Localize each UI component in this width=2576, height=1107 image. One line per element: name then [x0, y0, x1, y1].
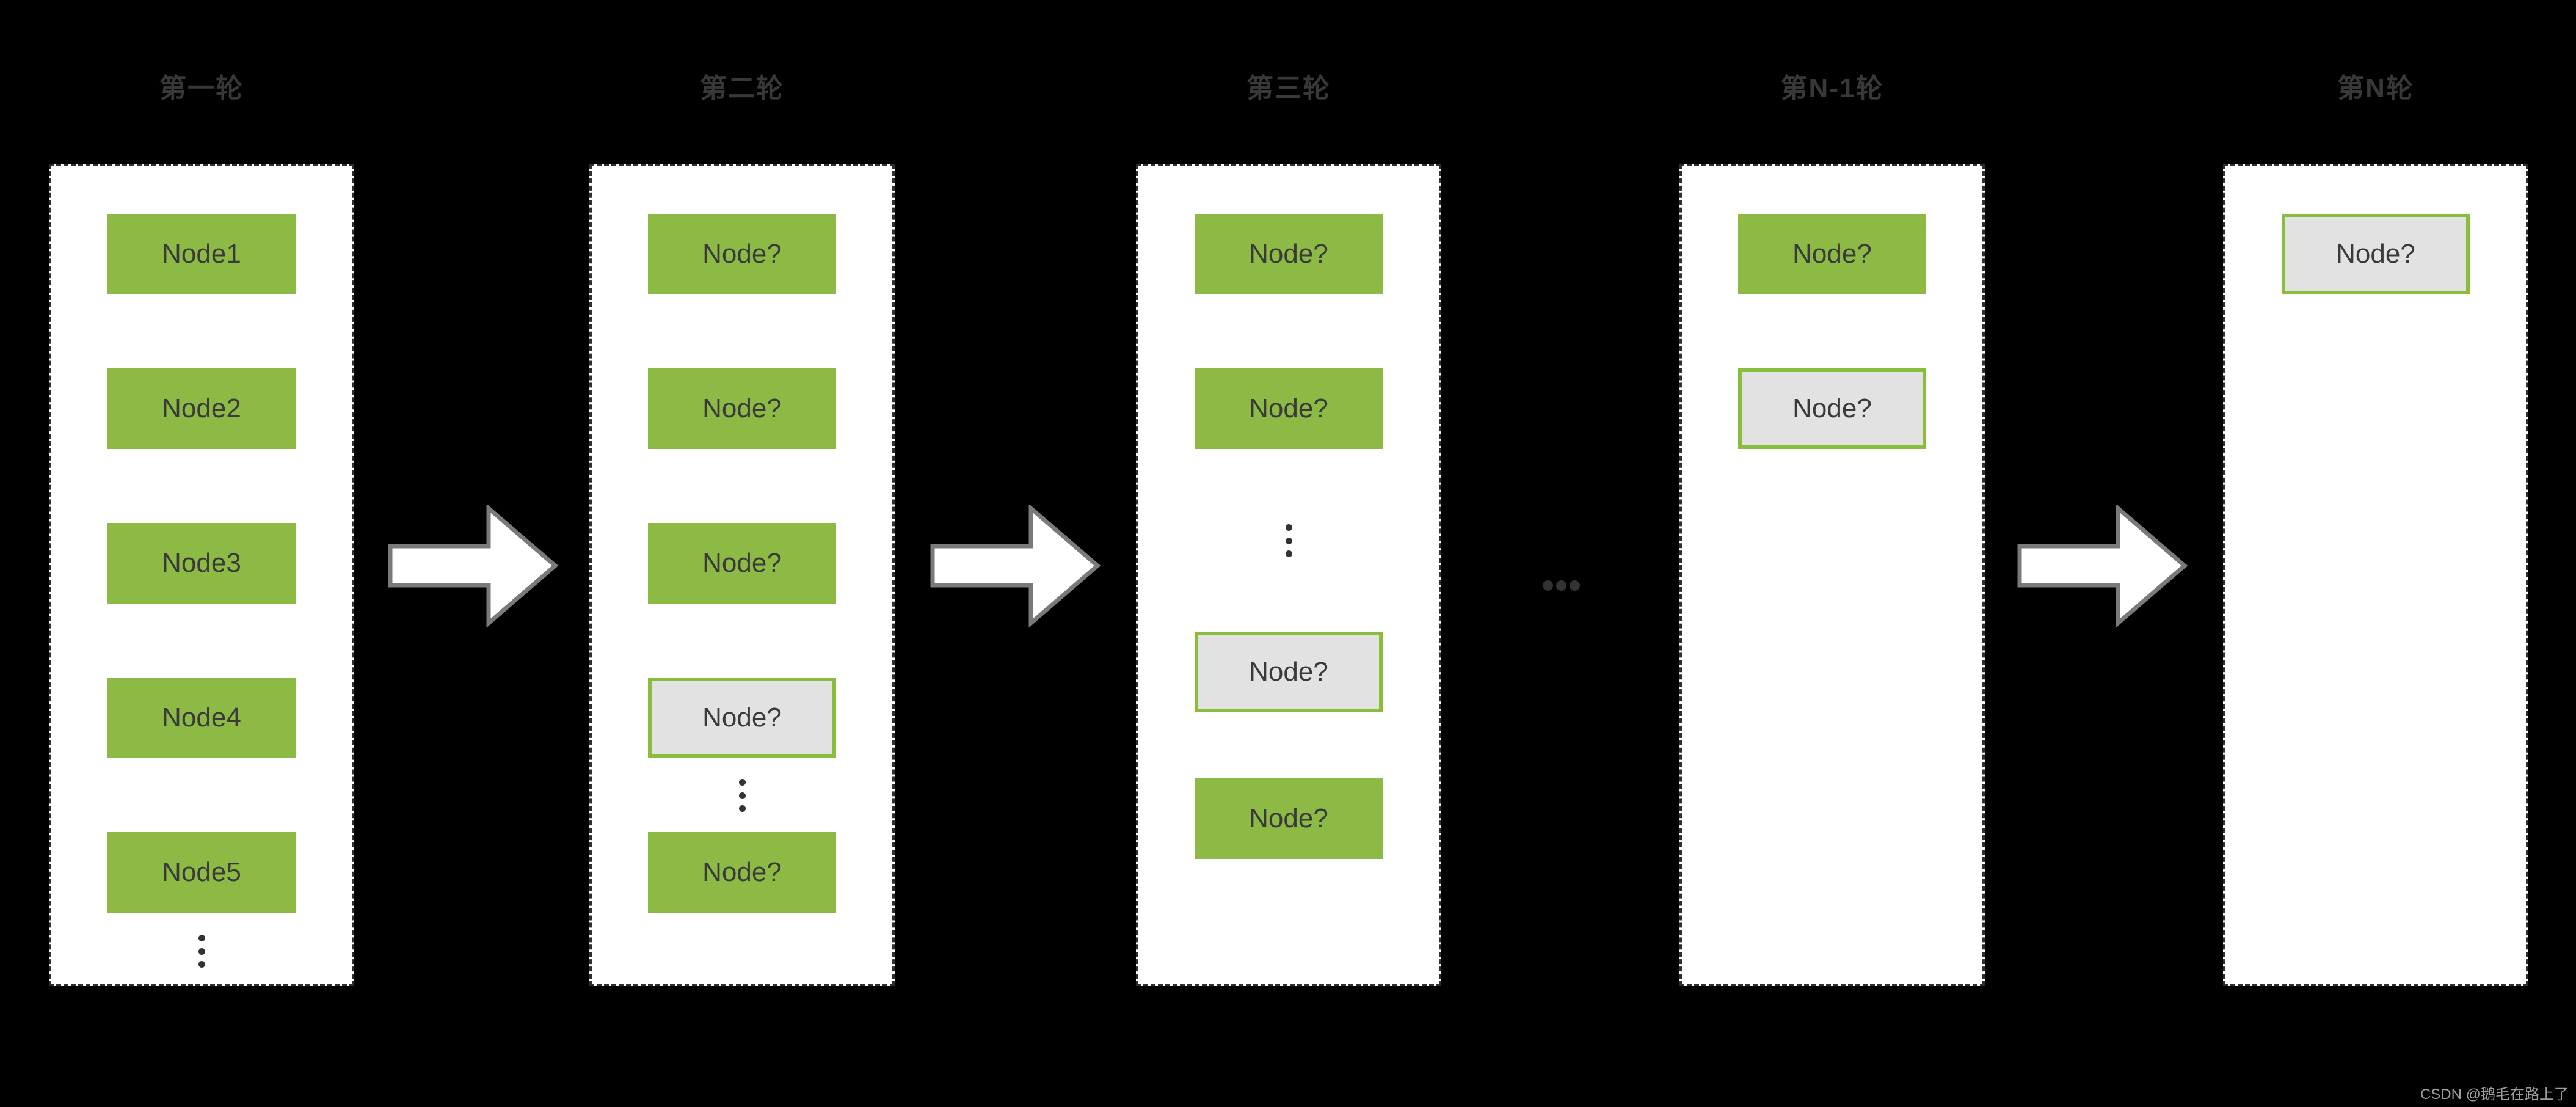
node-label: Node?: [1249, 239, 1328, 269]
node-label: Node?: [1792, 393, 1872, 423]
vertical-ellipsis-icon: [592, 779, 892, 812]
round-n-header: 第N轮: [2337, 73, 2414, 103]
round-3-header: 第三轮: [1246, 73, 1331, 103]
node-label: Node?: [702, 548, 782, 578]
flow-arrow-icon: [2017, 505, 2188, 627]
round-2-header: 第二轮: [700, 73, 784, 103]
flow-arrow-icon: [388, 505, 559, 627]
node-box: Node?: [1195, 778, 1383, 859]
node-box: Node?: [648, 368, 836, 449]
round-1-header: 第一轮: [159, 73, 244, 103]
node-label: Node2: [162, 393, 241, 423]
node-label: Node?: [702, 857, 782, 887]
node-box: Node3: [107, 523, 296, 604]
round-n-1-panel: Node? Node?: [1679, 164, 1985, 986]
node-label: Node?: [1249, 657, 1328, 687]
continuation-dots-icon: [1543, 580, 1580, 591]
node-label: Node?: [1249, 393, 1328, 423]
node-box-selected: Node?: [1738, 368, 1926, 449]
node-label: Node?: [702, 703, 782, 733]
node-box: Node1: [107, 214, 296, 294]
node-label: Node1: [162, 239, 241, 269]
node-label: Node?: [2336, 239, 2415, 269]
node-label: Node?: [702, 239, 782, 269]
round-2-panel: Node? Node? Node? Node? Node?: [589, 164, 895, 986]
vertical-ellipsis-icon: [1138, 524, 1439, 557]
node-label: Node?: [1249, 803, 1328, 833]
node-box: Node?: [1195, 214, 1383, 294]
node-box: Node5: [107, 832, 296, 913]
flow-arrow-icon: [930, 505, 1101, 627]
node-box-selected: Node?: [648, 678, 836, 758]
node-box: Node?: [1195, 368, 1383, 449]
node-box: Node2: [107, 368, 296, 449]
round-n-1-header: 第N-1轮: [1780, 73, 1884, 103]
round-n-panel: Node?: [2223, 164, 2528, 986]
node-box: Node?: [648, 523, 836, 604]
node-label: Node5: [162, 857, 241, 887]
watermark: CSDN @鹅毛在路上了: [2420, 1086, 2569, 1103]
node-box: Node?: [648, 214, 836, 294]
round-1-panel: Node1 Node2 Node3 Node4 Node5: [49, 164, 354, 986]
node-label: Node?: [702, 393, 782, 423]
node-label: Node?: [1792, 239, 1872, 269]
round-3-panel: Node? Node? Node? Node?: [1136, 164, 1441, 986]
node-box-selected: Node?: [2282, 214, 2470, 294]
vertical-ellipsis-icon: [51, 935, 352, 968]
node-label: Node4: [162, 703, 241, 733]
node-label: Node3: [162, 548, 241, 578]
node-box: Node?: [1738, 214, 1926, 294]
node-box-selected: Node?: [1195, 632, 1383, 712]
node-box: Node?: [648, 832, 836, 913]
node-box: Node4: [107, 678, 296, 758]
